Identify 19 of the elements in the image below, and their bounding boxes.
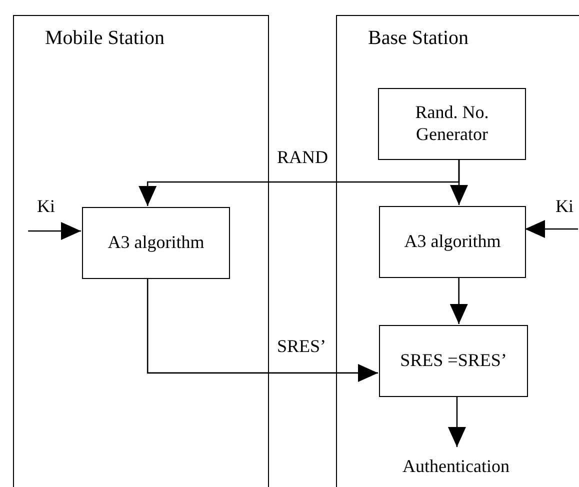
panel-title: Mobile Station [45, 27, 164, 50]
input-label: Ki [37, 195, 55, 217]
panel-title: Base Station [368, 27, 469, 50]
process-box: SRES =SRES’ [379, 325, 528, 397]
arrow [450, 277, 468, 324]
station-panel [336, 15, 579, 487]
input-label: Ki [556, 195, 574, 217]
station-panel [13, 15, 269, 487]
process-box: A3 algorithm [82, 207, 230, 279]
arrow [450, 159, 468, 205]
process-box: Rand. No. Generator [378, 88, 526, 160]
edge-label: RAND [276, 148, 330, 166]
edge-label: SRES’ [276, 337, 328, 355]
arrow [28, 222, 81, 240]
arrow [146, 278, 378, 382]
process-box: A3 algorithm [379, 206, 526, 278]
arrow [525, 220, 578, 238]
input-label: Authentication [402, 455, 510, 477]
arrow [448, 396, 466, 447]
